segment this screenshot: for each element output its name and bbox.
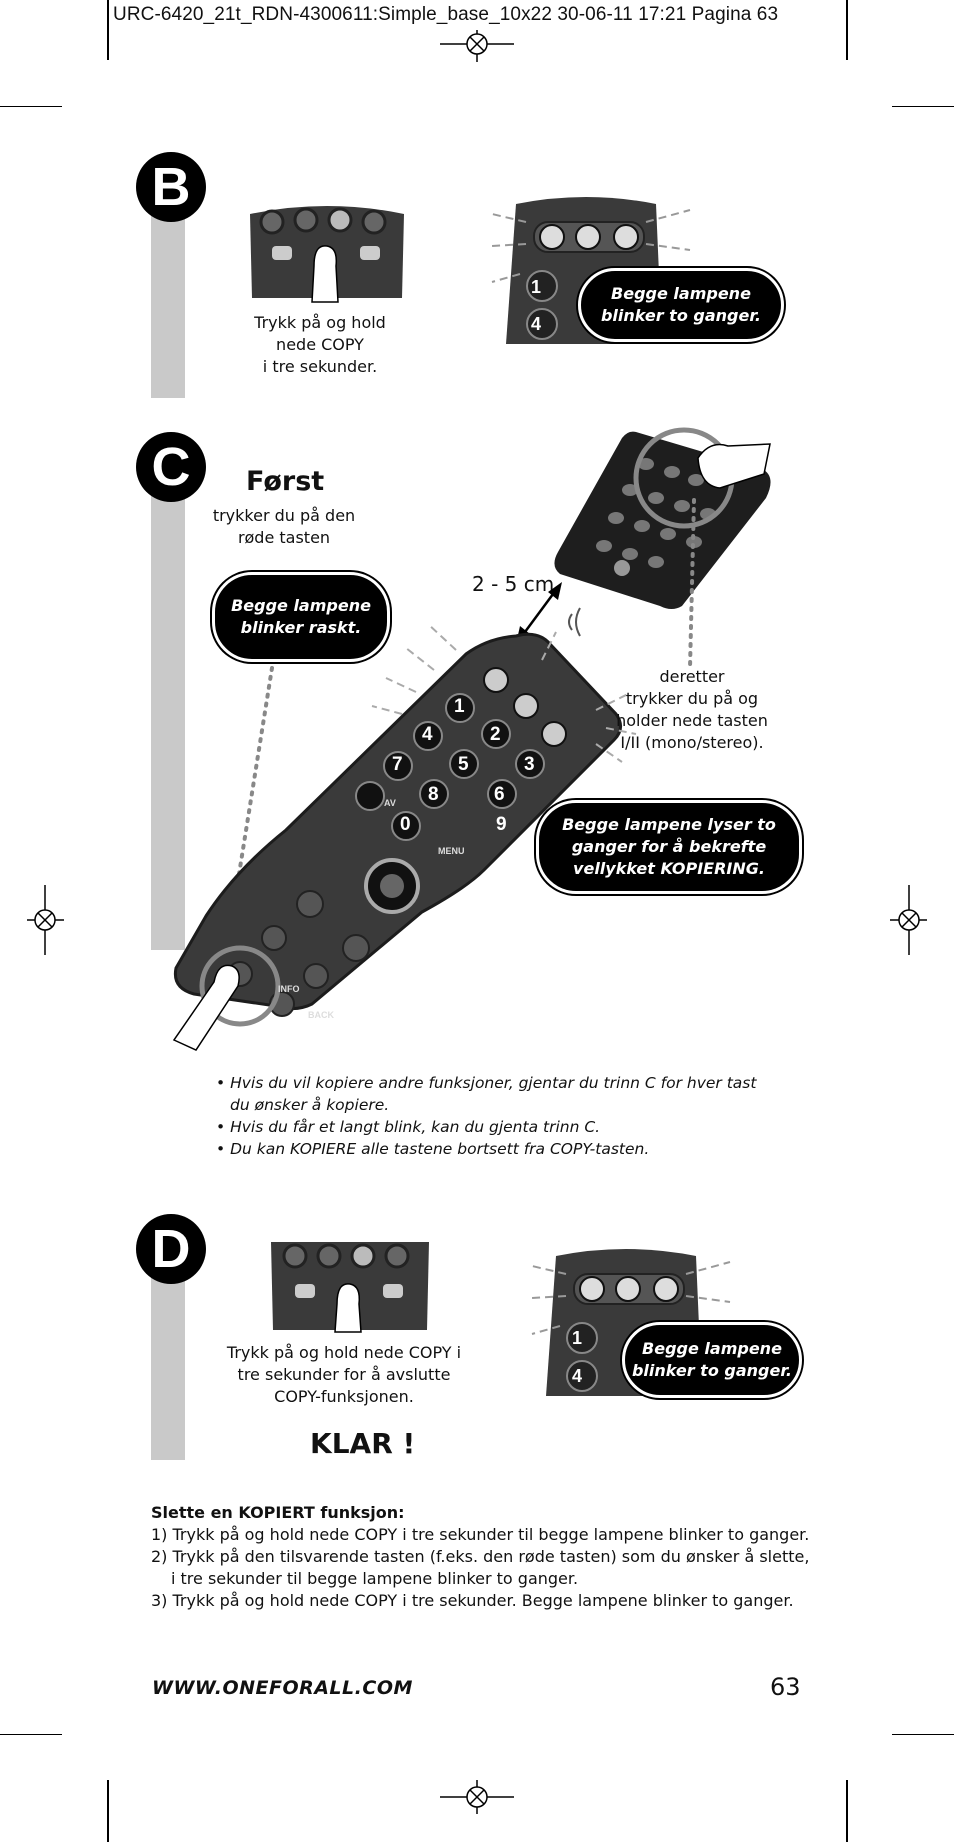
key-1: 1 bbox=[531, 277, 542, 297]
target-remote-illustration bbox=[172, 623, 637, 1051]
step-c-first-title: Først bbox=[246, 466, 325, 497]
remote-top-copy-illustration bbox=[250, 206, 404, 303]
key-4: 4 bbox=[531, 314, 542, 334]
distance-label: 2 - 5 cm bbox=[472, 572, 555, 596]
done-label: KLAR ! bbox=[310, 1427, 416, 1460]
step-c-bubble-right: Begge lampene lyser to ganger for å bekr… bbox=[536, 800, 802, 894]
delete-title: Slette en KOPIERT funksjon: bbox=[151, 1503, 405, 1522]
note-item: • Du kan KOPIERE alle tastene bortsett f… bbox=[216, 1140, 650, 1158]
key-1: 1 bbox=[572, 1328, 583, 1348]
step-d-badge: D bbox=[136, 1214, 206, 1284]
crop-mark bbox=[0, 106, 62, 107]
step-b-bar bbox=[151, 188, 185, 398]
crop-mark bbox=[0, 1734, 62, 1735]
crop-mark bbox=[846, 1780, 848, 1842]
step-d-bar bbox=[151, 1250, 185, 1460]
step-c-bar bbox=[151, 470, 185, 950]
crop-mark bbox=[846, 0, 848, 60]
step-c-first-caption: trykker du på den røde tasten bbox=[212, 506, 356, 547]
step-d-caption: Trykk på og hold nede COPY i tre sekunde… bbox=[226, 1343, 462, 1406]
remote-leds-illustration bbox=[491, 197, 691, 344]
delete-step: 3) Trykk på og hold nede COPY i tre seku… bbox=[151, 1591, 794, 1610]
step-b-caption: Trykk på og hold nede COPY i tre sekunde… bbox=[254, 313, 386, 376]
delete-instructions: Slette en KOPIERT funksjon: 1) Trykk på … bbox=[151, 1502, 811, 1612]
note-item: • Hvis du får et langt blink, kan du gje… bbox=[216, 1118, 601, 1136]
crop-mark bbox=[107, 1780, 109, 1842]
step-c-badge: C bbox=[136, 432, 206, 502]
note-item: • Hvis du vil kopiere andre funksjoner, … bbox=[216, 1074, 757, 1114]
delete-step: 1) Trykk på og hold nede COPY i tre seku… bbox=[151, 1525, 810, 1544]
footer-website-link[interactable]: WWW.ONEFORALL.COM bbox=[152, 1677, 413, 1699]
delete-step: 2) Trykk på den tilsvarende tasten (f.ek… bbox=[151, 1547, 810, 1588]
step-b-badge: B bbox=[136, 152, 206, 222]
key-4: 4 bbox=[572, 1366, 583, 1386]
crop-mark bbox=[107, 0, 109, 60]
step-c-notes: • Hvis du vil kopiere andre funksjoner, … bbox=[216, 1072, 776, 1160]
page-number: 63 bbox=[770, 1673, 801, 1701]
source-remote-illustration bbox=[554, 427, 771, 609]
step-c-then-caption: deretter trykker du på og holder nede ta… bbox=[616, 667, 768, 752]
remote-top-copy-illustration bbox=[271, 1242, 429, 1333]
print-header: URC-6420_21t_RDN-4300611:Simple_base_10x… bbox=[113, 4, 779, 25]
crop-mark bbox=[892, 106, 954, 107]
crop-mark bbox=[892, 1734, 954, 1735]
